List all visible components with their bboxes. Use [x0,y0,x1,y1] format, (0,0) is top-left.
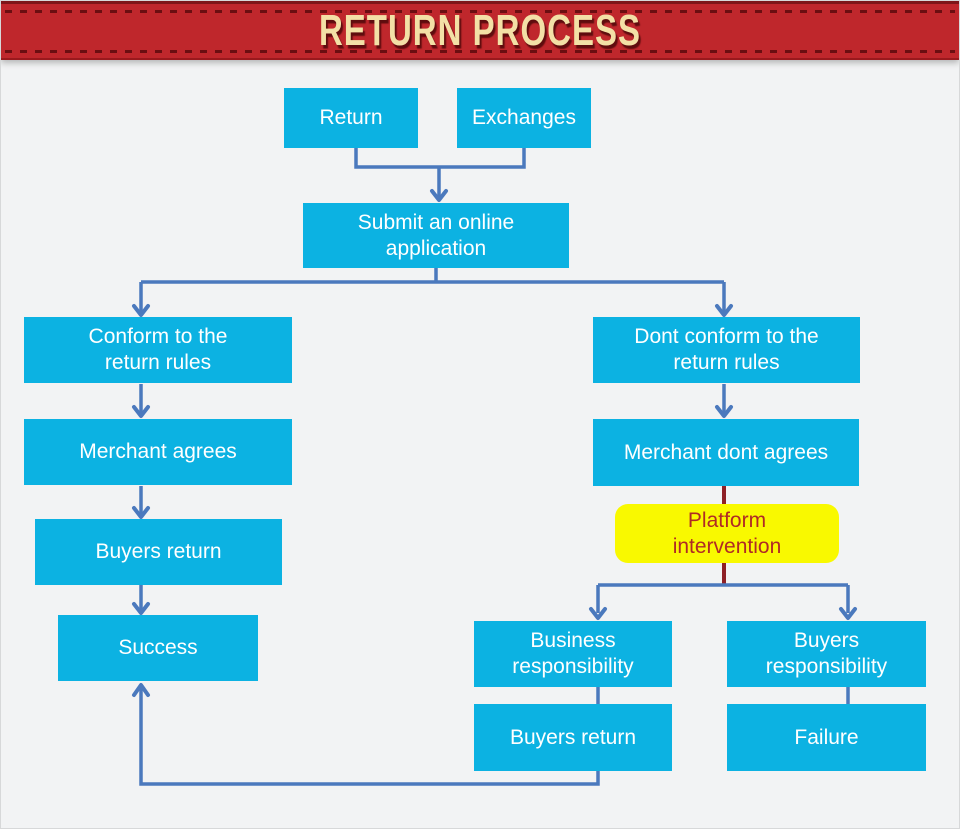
connector-merge-to-submit [354,148,526,197]
node-return: Return [284,88,418,148]
node-submit-application-label: Submit an online application [357,210,515,260]
arrowhead-into-conform [132,304,150,317]
node-conform-rules-label: Conform to the return rules [88,325,228,374]
node-merchant-dont-agrees-label: Merchant dont agrees [623,440,829,464]
node-exchanges: Exchanges [457,88,591,148]
node-submit-application: Submit an online application [303,203,569,268]
node-business-responsibility-label: Business responsibility [512,629,634,678]
node-failure-label: Failure [794,725,859,749]
node-dont-conform-rules: Dont conform to the return rules [593,317,860,383]
node-success-label: Success [118,636,198,660]
arrowhead-into-success-top [132,602,150,615]
arrowhead-into-submit [430,189,448,202]
page-title: RETURN PROCESS [318,5,642,55]
arrowhead-into-success-bottom [132,683,150,697]
arrowhead-into-merchant-dont [715,405,733,418]
arrowhead-into-dont-conform [715,304,733,317]
arrowhead-into-buyers-responsibility [839,607,857,620]
node-buyers-responsibility: Buyers responsibility [727,621,926,687]
arrowhead-into-buyers-return-left [132,506,150,519]
node-exchanges-label: Exchanges [472,106,576,130]
node-platform-intervention-label: Platform intervention [672,508,782,558]
node-failure: Failure [727,704,926,771]
node-success: Success [58,615,258,681]
node-merchant-agrees: Merchant agrees [24,419,292,485]
banner-dashed-line-top [5,10,955,13]
connector-platform-branch-bar [596,583,850,613]
node-business-responsibility: Business responsibility [474,621,672,687]
header-banner: RETURN PROCESS [1,1,959,60]
node-return-label: Return [319,106,383,130]
node-buyers-responsibility-label: Buyers responsibility [765,629,888,678]
node-buyers-return-left-label: Buyers return [95,540,222,564]
node-merchant-dont-agrees: Merchant dont agrees [593,419,859,486]
arrowhead-into-business-responsibility [589,607,607,620]
connector-loop-to-success [139,688,600,786]
connector-submit-branch-bar [139,268,726,312]
node-buyers-return-left: Buyers return [35,519,282,585]
node-dont-conform-rules-label: Dont conform to the return rules [634,325,819,374]
arrowhead-into-merchant-agrees [132,405,150,418]
node-platform-intervention: Platform intervention [615,504,839,563]
node-buyers-return-bottom-label: Buyers return [509,725,637,749]
node-buyers-return-bottom: Buyers return [474,704,672,771]
node-conform-rules: Conform to the return rules [24,317,292,383]
banner-dashed-line-bottom [5,50,955,53]
node-merchant-agrees-label: Merchant agrees [79,440,237,464]
